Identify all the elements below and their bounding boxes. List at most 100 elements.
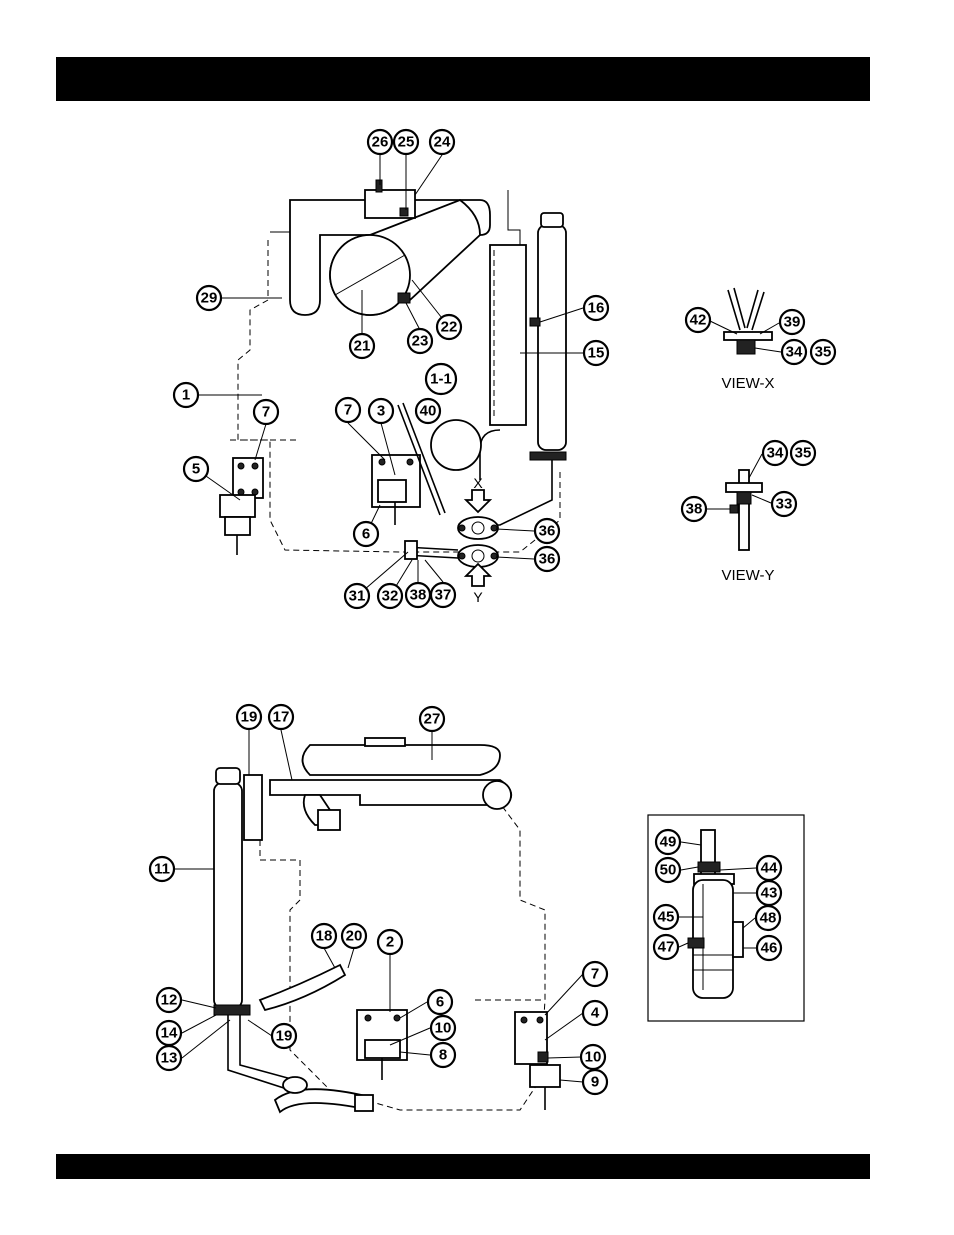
svg-text:7: 7	[591, 966, 599, 983]
svg-text:2: 2	[386, 934, 394, 951]
lower-callout-19-b: 19	[272, 1024, 296, 1048]
svg-text:33: 33	[776, 496, 793, 513]
svg-text:35: 35	[815, 344, 832, 361]
svg-text:6: 6	[436, 994, 444, 1011]
inset-callout-47: 47	[654, 935, 678, 959]
view-x-drawing	[710, 288, 781, 354]
lower-callout-13: 13	[157, 1046, 181, 1070]
svg-text:13: 13	[161, 1050, 178, 1067]
svg-text:16: 16	[588, 300, 605, 317]
lower-callout-11: 11	[150, 857, 174, 881]
svg-text:40: 40	[420, 403, 437, 420]
callout-16: 16	[584, 296, 608, 320]
svg-text:9: 9	[591, 1074, 599, 1091]
svg-text:37: 37	[435, 587, 452, 604]
svg-text:38: 38	[686, 501, 703, 518]
inset-callout-50: 50	[656, 858, 680, 882]
svg-text:47: 47	[658, 939, 675, 956]
svg-text:7: 7	[344, 402, 352, 419]
view-x-callout-34: 34	[782, 340, 806, 364]
lower-callout-20: 20	[342, 924, 366, 948]
callout-25: 25	[394, 130, 418, 154]
svg-text:50: 50	[660, 862, 677, 879]
callout-40: 40	[416, 399, 440, 423]
callout-24: 24	[430, 130, 454, 154]
arrow-y-label: Y	[473, 589, 483, 605]
svg-text:48: 48	[760, 910, 777, 927]
callout-26: 26	[368, 130, 392, 154]
lower-engine-drawing	[214, 738, 560, 1112]
svg-text:21: 21	[354, 338, 371, 355]
inset-callout-45: 45	[654, 905, 678, 929]
svg-text:10: 10	[585, 1049, 602, 1066]
arrow-x-label: X	[473, 475, 483, 491]
lower-callout-10-b: 10	[581, 1045, 605, 1069]
svg-text:36: 36	[539, 523, 556, 540]
svg-text:43: 43	[761, 885, 778, 902]
callout-6: 6	[354, 522, 378, 546]
lower-callout-27: 27	[420, 707, 444, 731]
svg-text:19: 19	[276, 1028, 293, 1045]
view-y-callout-38: 38	[682, 497, 706, 521]
view-x-callout-42: 42	[686, 308, 710, 332]
svg-text:45: 45	[658, 909, 675, 926]
view-y-drawing	[707, 454, 771, 550]
svg-text:17: 17	[273, 709, 290, 726]
lower-callout-7: 7	[583, 962, 607, 986]
svg-text:6: 6	[362, 526, 370, 543]
lower-callout-18: 18	[312, 924, 336, 948]
callout-3: 3	[369, 399, 393, 423]
lower-callout-14: 14	[157, 1021, 181, 1045]
callout-21: 21	[350, 334, 374, 358]
svg-text:35: 35	[795, 445, 812, 462]
lower-callout-12: 12	[157, 988, 181, 1012]
lower-callout-10-a: 10	[431, 1016, 455, 1040]
svg-text:44: 44	[761, 860, 778, 877]
svg-text:29: 29	[201, 290, 218, 307]
svg-text:22: 22	[441, 319, 458, 336]
inset-callout-46: 46	[757, 936, 781, 960]
callout-22: 22	[437, 315, 461, 339]
view-x-callout-35: 35	[811, 340, 835, 364]
svg-text:42: 42	[690, 312, 707, 329]
inset-drawing	[688, 830, 743, 998]
view-y-callout-33: 33	[772, 492, 796, 516]
callout-29: 29	[197, 286, 221, 310]
svg-text:5: 5	[192, 461, 200, 478]
lower-callout-8: 8	[431, 1043, 455, 1067]
inset-callout-49: 49	[656, 830, 680, 854]
svg-text:19: 19	[241, 709, 258, 726]
lower-callout-6: 6	[428, 990, 452, 1014]
view-x-callout-39: 39	[780, 310, 804, 334]
svg-text:18: 18	[316, 928, 333, 945]
view-x-label: VIEW-X	[721, 375, 774, 392]
svg-text:49: 49	[660, 834, 677, 851]
callout-15: 15	[584, 341, 608, 365]
callout-7-a: 7	[336, 398, 360, 422]
svg-text:25: 25	[398, 134, 415, 151]
lower-callout-2: 2	[378, 930, 402, 954]
svg-text:4: 4	[591, 1005, 600, 1022]
inset-callout-43: 43	[757, 881, 781, 905]
callout-23: 23	[408, 329, 432, 353]
svg-text:39: 39	[784, 314, 801, 331]
svg-text:14: 14	[161, 1025, 178, 1042]
svg-text:1-1: 1-1	[430, 371, 452, 388]
svg-text:20: 20	[346, 928, 363, 945]
svg-text:32: 32	[382, 588, 399, 605]
callout-38: 38	[406, 583, 430, 607]
callout-37: 37	[431, 583, 455, 607]
svg-text:31: 31	[349, 588, 366, 605]
svg-text:12: 12	[161, 992, 178, 1009]
svg-text:38: 38	[410, 587, 427, 604]
svg-text:8: 8	[439, 1047, 447, 1064]
svg-text:15: 15	[588, 345, 605, 362]
svg-text:7: 7	[262, 404, 270, 421]
svg-text:34: 34	[786, 344, 803, 361]
svg-text:34: 34	[767, 445, 784, 462]
upper-engine-drawing	[220, 180, 566, 586]
svg-text:46: 46	[761, 940, 778, 957]
svg-text:3: 3	[377, 403, 385, 420]
lower-callout-4: 4	[583, 1001, 607, 1025]
